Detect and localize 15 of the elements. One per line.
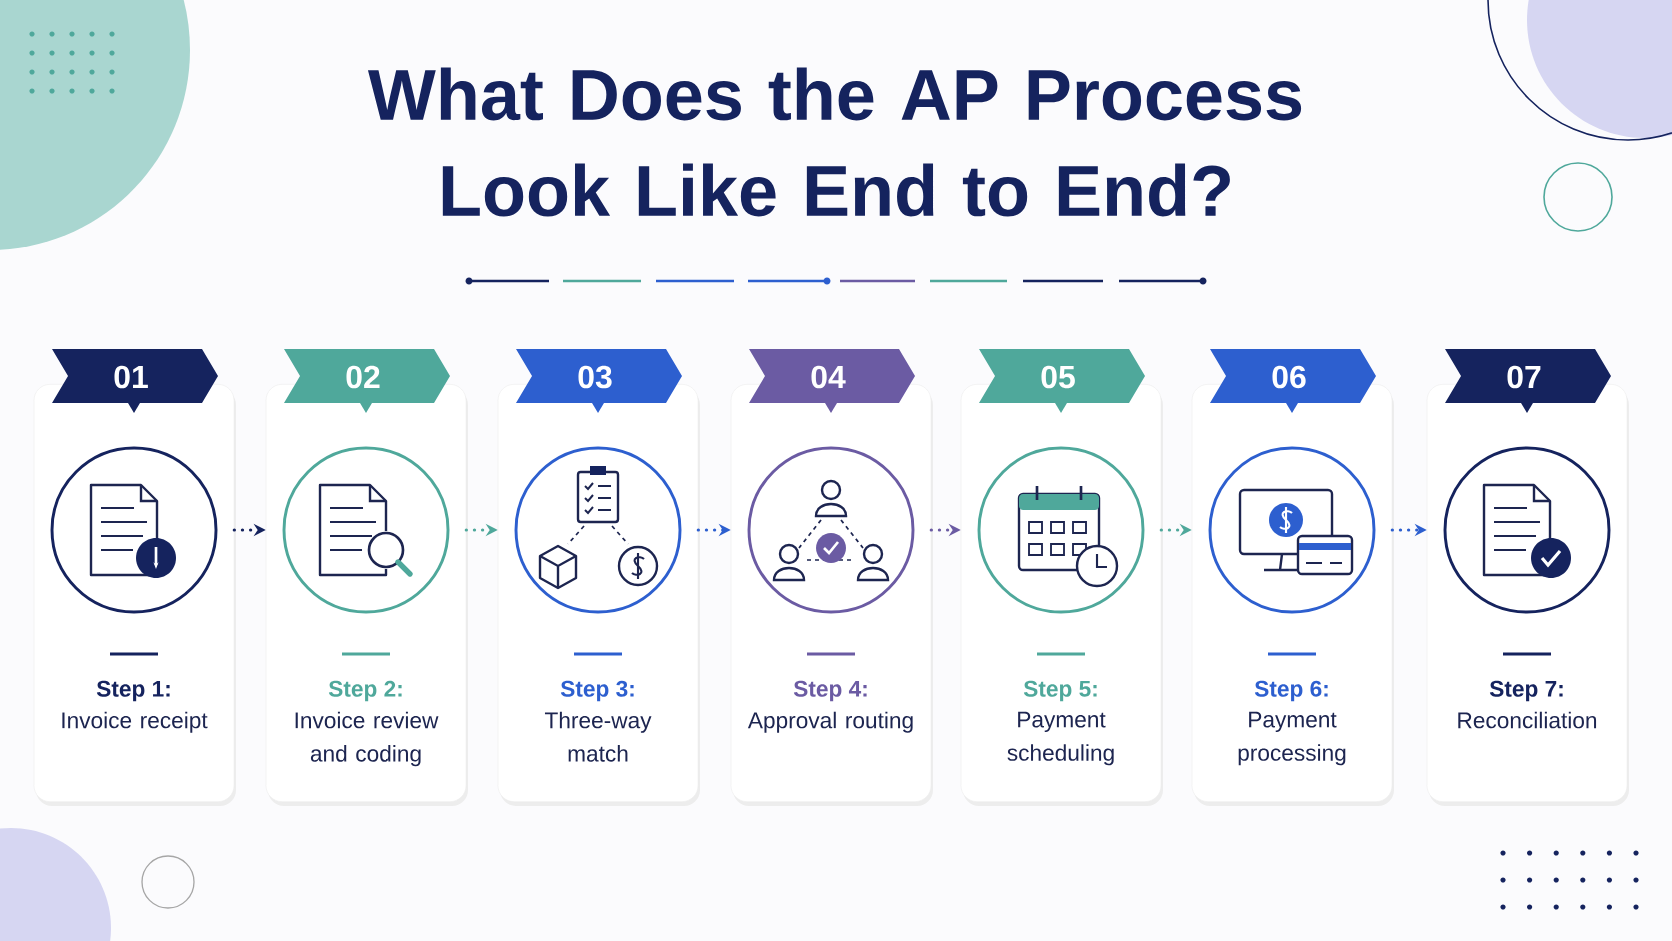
step-label: Step 7:	[1489, 680, 1563, 702]
step-label: Step 5:	[1023, 680, 1097, 702]
step-description: Approval routing	[747, 711, 913, 733]
step-label: Step 1:	[96, 680, 170, 702]
step-description: Payment scheduling	[1007, 711, 1114, 766]
step-description: Reconciliation	[1458, 711, 1597, 729]
step-label: Step 6:	[1254, 680, 1328, 702]
step-description: Three-way match	[544, 711, 652, 762]
step-label: Step 2:	[328, 680, 402, 702]
step-label: Step 4:	[793, 680, 867, 702]
step-label: Step 3:	[560, 680, 634, 702]
step-description: Invoice receipt	[62, 711, 208, 733]
step-description: Payment processing	[1238, 711, 1346, 766]
title: What Does the AP Process Look Like End to End?	[367, 67, 1302, 217]
step-description: Invoice review and coding	[295, 711, 439, 767]
